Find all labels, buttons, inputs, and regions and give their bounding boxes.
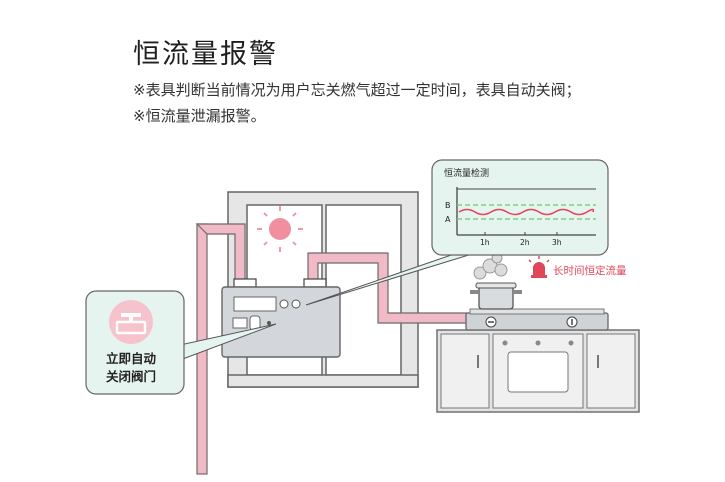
valve-icon [109, 300, 153, 344]
gas-stove [465, 308, 609, 331]
page-title: 恒流量报警 [133, 39, 278, 70]
sun-icon [257, 206, 303, 252]
tick-1h: 1h [480, 238, 490, 247]
flow-wave [458, 208, 595, 216]
pot-icon [470, 282, 522, 310]
valve-label-line2: 关闭阀门 [106, 369, 156, 384]
steam-icon [473, 252, 508, 280]
monitor-title: 恒流量检测 [444, 167, 489, 179]
flow-monitor-panel: 恒流量检测 B A 1h 2h 3h [431, 159, 609, 256]
valve-label-line1: 立即自动 [106, 351, 157, 366]
stove-knob-icon [566, 316, 578, 328]
alarm-text: 长时间恒定流量 [553, 264, 627, 277]
alarm-light-icon [528, 256, 550, 278]
stove-knob-icon [485, 316, 497, 328]
note-leak-alarm: ※恒流量泄漏报警。 [133, 107, 266, 125]
valve-callout: 立即自动 关闭阀门 [85, 290, 185, 395]
gas-meter [221, 286, 341, 358]
kitchen-cabinet [436, 329, 640, 413]
note-auto-close: ※表具判断当前情况为用户忘关燃气超过一定时间，表具自动关阀； [133, 81, 581, 99]
tick-3h: 3h [552, 238, 562, 247]
tick-2h: 2h [520, 238, 530, 247]
label-b: B [445, 201, 451, 210]
label-a: A [445, 215, 451, 224]
